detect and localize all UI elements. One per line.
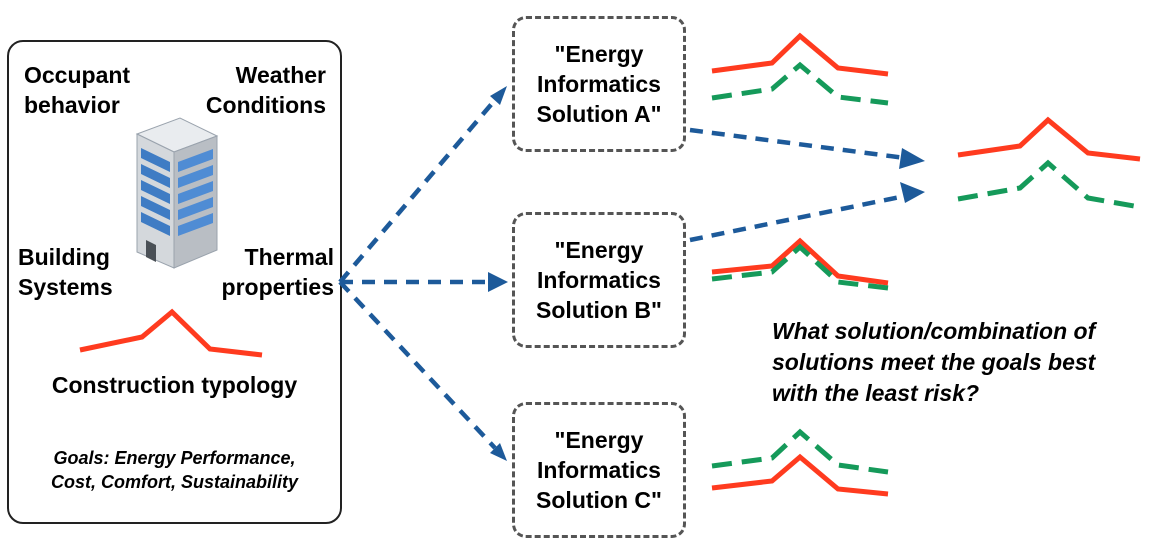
- solution-c-red-curve: [711, 453, 889, 497]
- question-text: What solution/combination of solutions m…: [772, 318, 1096, 406]
- result-green-curve: [957, 159, 1141, 210]
- arrow-to-solution-a: [338, 98, 497, 284]
- arrow-to-solution-c: [338, 280, 497, 450]
- solution-c-label: "Energy Informatics Solution C": [536, 427, 662, 513]
- solution-b-green-curve: [711, 243, 889, 291]
- arrowhead-result-1: [899, 148, 925, 169]
- arrowhead-c: [490, 443, 507, 461]
- construction-curve: [79, 308, 263, 358]
- weather-conditions-label: Weather Conditions: [205, 62, 326, 118]
- arrow-a-to-result: [689, 127, 906, 161]
- solution-b-red-curve: [711, 237, 889, 286]
- construction-typology-label: Construction typology: [51, 372, 298, 398]
- solution-a-red-curve: [711, 32, 889, 77]
- building-systems-label: Building Systems: [18, 244, 113, 300]
- goals-text: Goals: Energy Performance, Cost, Comfort…: [50, 448, 299, 492]
- office-building-icon: [135, 117, 219, 269]
- solution-a-green-curve: [711, 61, 889, 106]
- arrowhead-a: [490, 86, 507, 105]
- solution-b-box: "Energy Informatics Solution B": [512, 212, 686, 348]
- arrow-b-to-result: [689, 193, 906, 243]
- solution-c-green-curve: [711, 428, 889, 475]
- occupant-behavior-label: Occupant behavior: [24, 62, 131, 118]
- arrowhead-result-2: [900, 182, 925, 203]
- solution-b-label: "Energy Informatics Solution B": [536, 237, 662, 323]
- solution-c-box: "Energy Informatics Solution C": [512, 402, 686, 538]
- arrowhead-b: [488, 272, 508, 292]
- result-red-curve: [957, 116, 1141, 162]
- thermal-properties-label: Thermal properties: [221, 244, 334, 300]
- solution-a-box: "Energy Informatics Solution A": [512, 16, 686, 152]
- solution-a-label: "Energy Informatics Solution A": [536, 41, 662, 127]
